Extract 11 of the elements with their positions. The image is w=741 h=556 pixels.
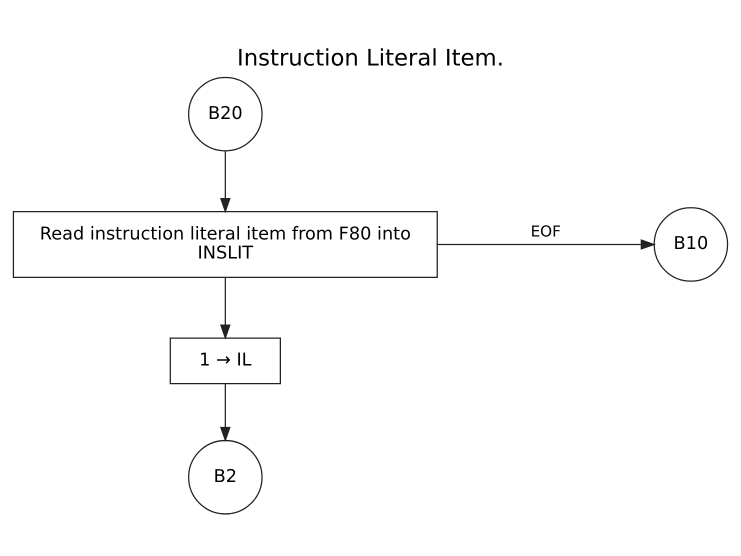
- arrow: [220, 151, 231, 214]
- node-box: Read instruction literal item from F80 into INSLIT: [12, 210, 438, 278]
- arrow: [437, 239, 656, 250]
- arrow: [220, 384, 231, 442]
- arrow: [220, 277, 231, 340]
- diagram-title: Instruction Literal Item.: [237, 45, 504, 72]
- node-circle: B2: [188, 440, 263, 515]
- node-circle: B10: [654, 207, 728, 282]
- node-box: 1 → IL: [170, 337, 281, 384]
- node-circle: B20: [188, 76, 263, 152]
- edge-label: EOF: [530, 222, 561, 240]
